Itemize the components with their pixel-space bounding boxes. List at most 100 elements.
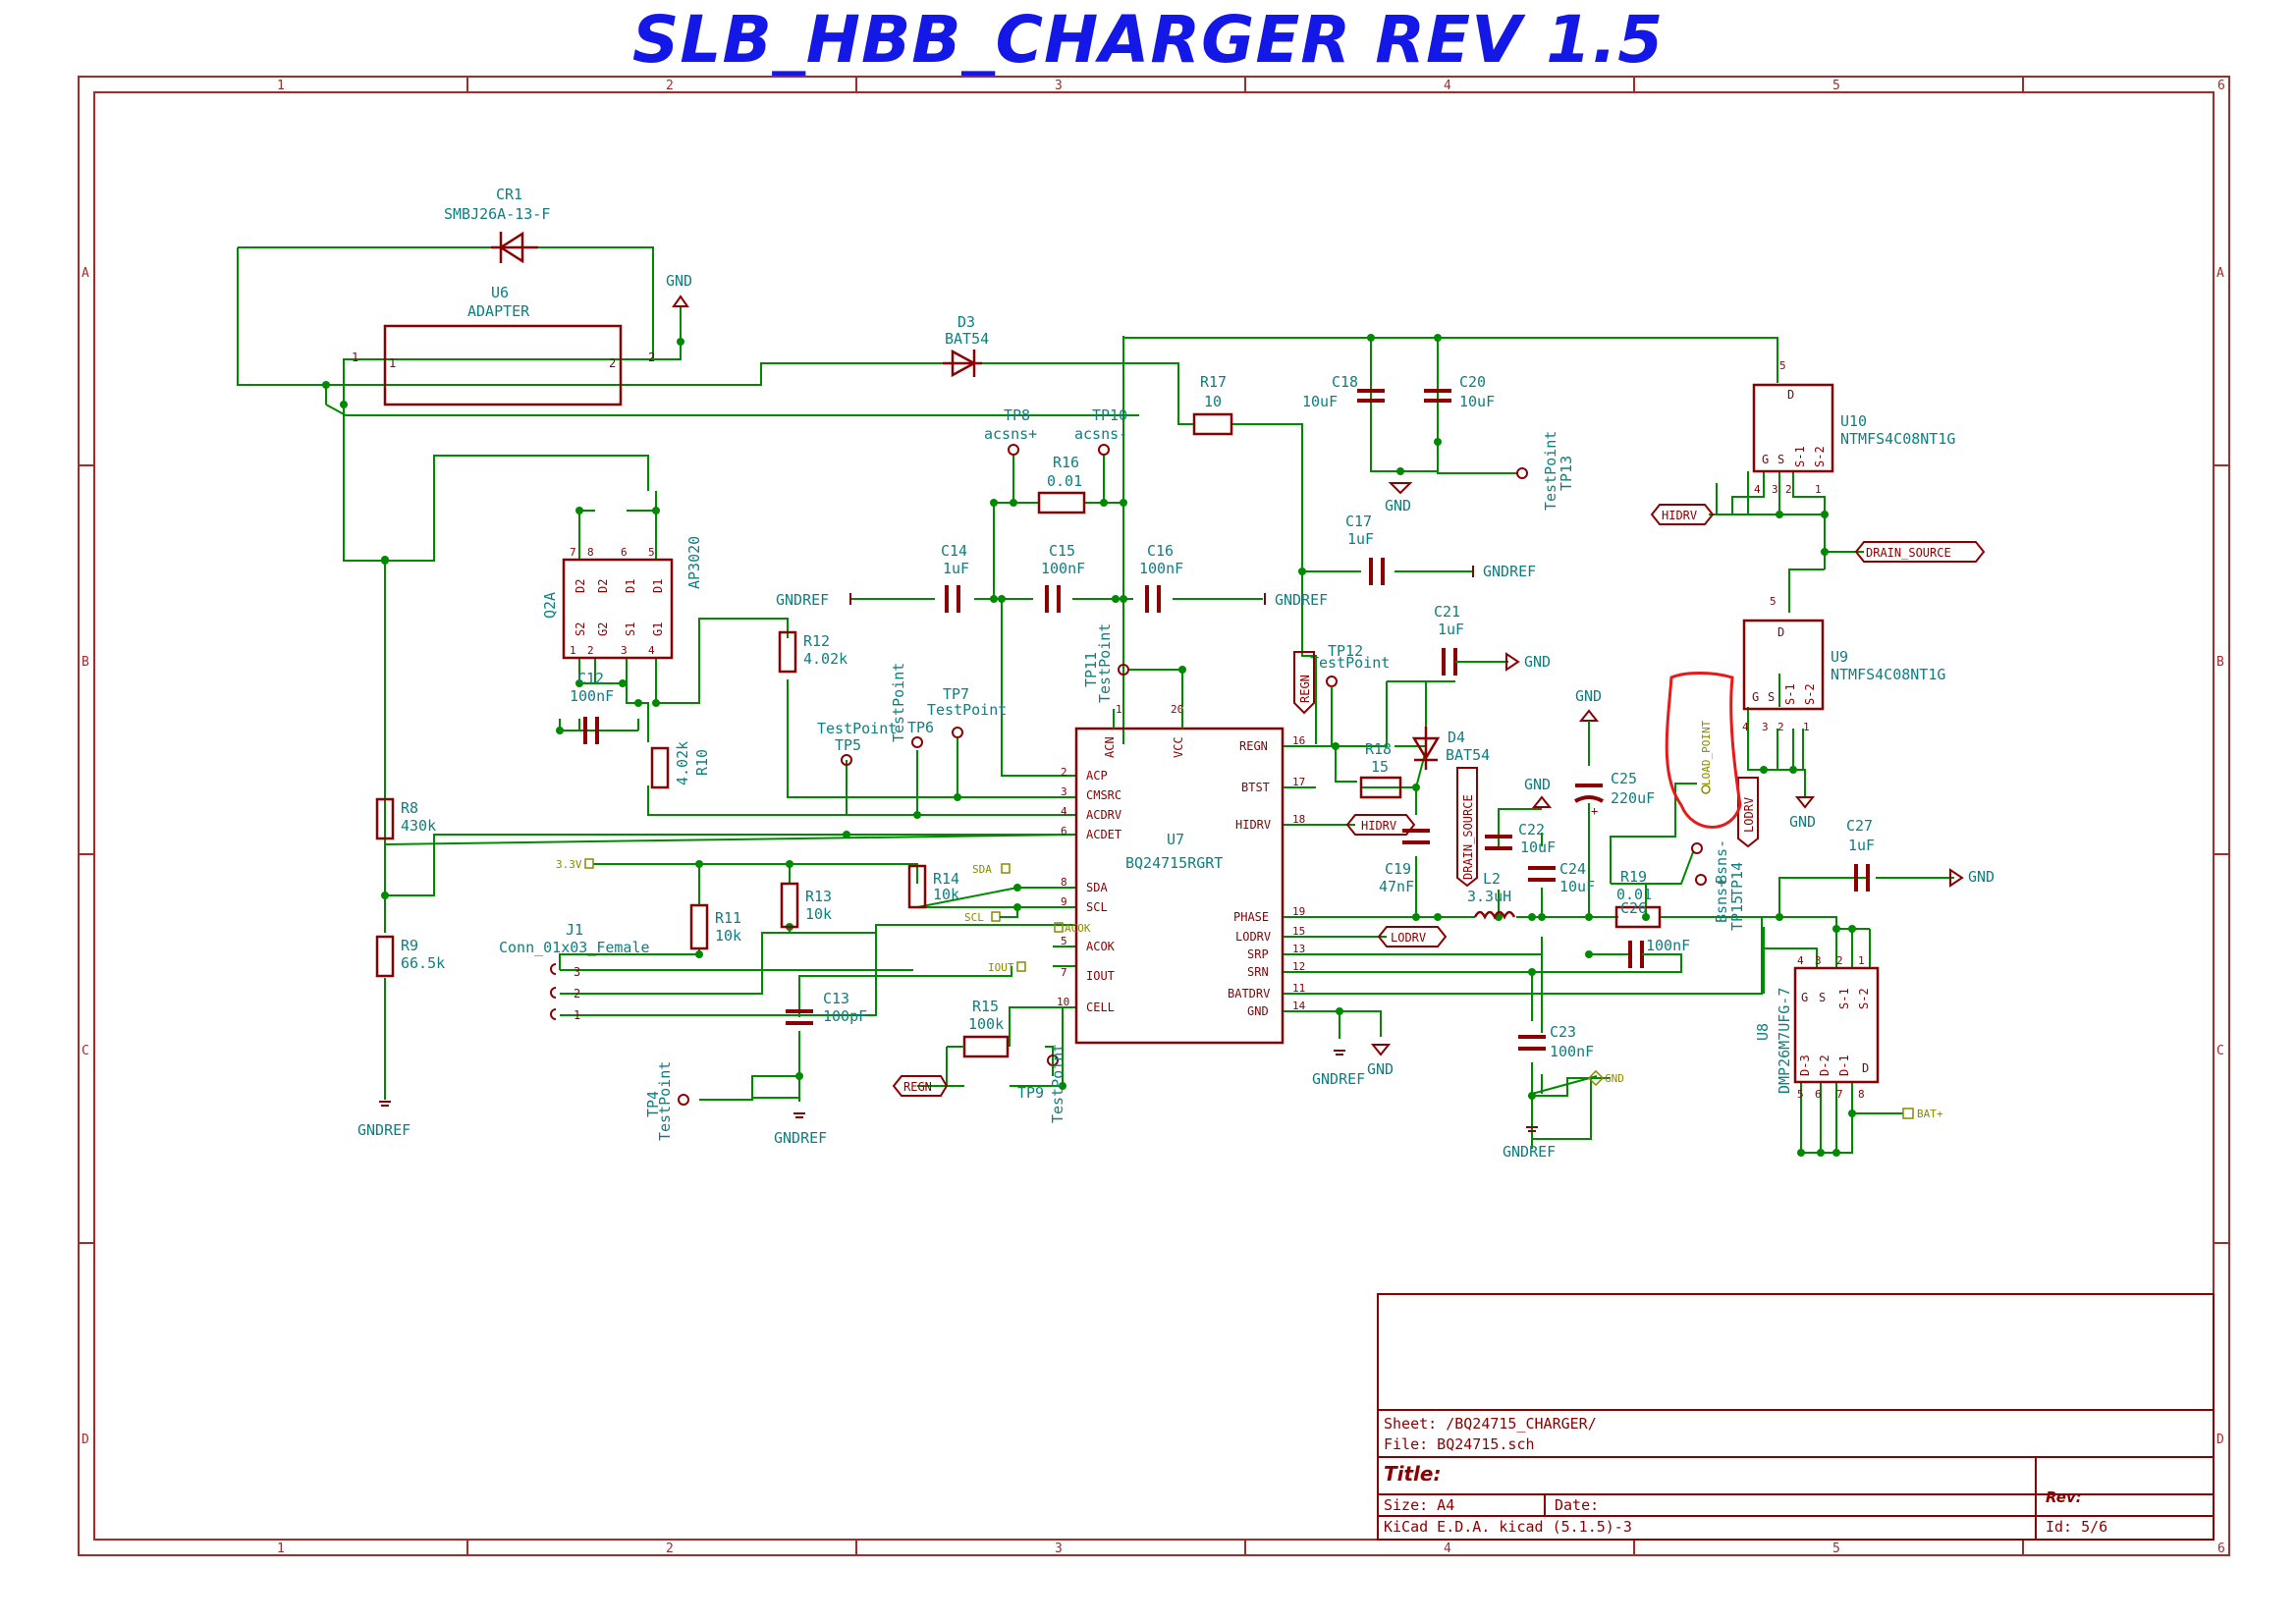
v33-port (584, 858, 594, 869)
u6-adapter (383, 324, 623, 406)
gndref-symbol-r9 (379, 1101, 391, 1107)
frame-row-b-right: B (2216, 655, 2224, 670)
q2a-pin-d2a: D2 (574, 579, 587, 593)
tb-tool: KiCad E.D.A. kicad (5.1.5)-3 (1384, 1518, 1632, 1536)
lodrv-tag-u7 (1377, 926, 1448, 947)
u8-mosfet (1793, 966, 1880, 1084)
r13-resistor (780, 882, 799, 929)
gnd-label: GND (666, 272, 692, 290)
u7-pin-hidrv: HIDRV (1235, 818, 1271, 832)
r9-ref: R9 (401, 937, 418, 954)
c19-capacitor (1402, 829, 1430, 844)
u8-num-2: 2 (1836, 954, 1843, 967)
gndref-label-c17: GNDREF (1483, 563, 1536, 580)
drain-source-label-vertical: DRAIN_SOURCE (1461, 794, 1475, 880)
scl-port (991, 911, 1001, 922)
drain-source-tag (1854, 541, 1986, 563)
u7-pinnum-2: 2 (1061, 766, 1067, 779)
acok-port (1054, 922, 1064, 933)
c21-value: 1uF (1438, 621, 1464, 638)
q2a-num-2: 2 (587, 644, 594, 657)
q2a-value: AP3020 (685, 536, 703, 589)
u6-pin2-num: 2 (648, 351, 655, 364)
c24-value: 10uF (1559, 878, 1595, 895)
q2a-num-7: 7 (570, 546, 576, 559)
u9-mosfet (1742, 619, 1825, 711)
frame-col-6-top: 6 (2217, 79, 2225, 93)
u7-pin-acdet: ACDET (1086, 828, 1121, 841)
q2a-pin-s2: S2 (574, 622, 587, 636)
tp13-ref: TP13 (1558, 456, 1575, 491)
u9-num-1: 1 (1803, 721, 1810, 733)
c12-ref: C12 (577, 670, 604, 687)
c25-polarity: + (1591, 804, 1598, 818)
frame-col-3-top: 3 (1055, 79, 1063, 93)
gnd-label-c23: GND (1605, 1072, 1624, 1085)
u7-pin-cmsrc: CMSRC (1086, 788, 1121, 802)
tp8-point (1008, 444, 1019, 456)
u10-pin-d: D (1787, 388, 1794, 402)
u7-pin-srn: SRN (1247, 965, 1269, 979)
regn-tag-vertical (1293, 651, 1315, 715)
tp5-point (841, 754, 852, 766)
u10-pin-g: G (1762, 453, 1769, 466)
c12-value: 100nF (570, 687, 614, 705)
u7-pin-gnd: GND (1247, 1004, 1269, 1018)
q2a-pin-d1b: D1 (651, 579, 665, 593)
tb-date: Date: (1555, 1496, 1599, 1514)
c27-ref: C27 (1846, 817, 1873, 835)
gnd-symbol-u9 (1794, 770, 1816, 809)
u6-ref: U6 (491, 284, 509, 301)
c17-ref: C17 (1345, 513, 1372, 530)
u10-ref: U10 (1840, 412, 1867, 430)
r15-value: 100k (968, 1015, 1004, 1033)
tp4-value: TestPoint (656, 1061, 674, 1141)
frame-col-4-bottom: 4 (1444, 1542, 1451, 1556)
tp4-point (678, 1094, 689, 1106)
l2-value: 3.3uH (1467, 888, 1511, 905)
sda-label: SDA (972, 863, 992, 876)
u7-pinnum-17: 17 (1292, 776, 1305, 788)
tp13-point (1516, 467, 1528, 479)
gndref-label-c23: GNDREF (1503, 1143, 1556, 1161)
gndref-label-u7: GNDREF (1312, 1070, 1365, 1088)
u8-num-8: 8 (1858, 1088, 1865, 1101)
hidrv-tag-u10 (1650, 504, 1715, 525)
gndref-symbol-c13 (793, 1112, 805, 1118)
r16-resistor (1037, 491, 1086, 514)
u7-pin-btst: BTST (1241, 781, 1270, 794)
gnd-symbol-c18 (1388, 482, 1413, 495)
tb-file: File: BQ24715.sch (1384, 1435, 1535, 1453)
r10-ref: R10 (693, 749, 711, 776)
r11-resistor (689, 903, 709, 950)
gnd-label-c27: GND (1968, 868, 1995, 886)
r17-ref: R17 (1200, 373, 1227, 391)
u7-pinnum-16: 16 (1292, 734, 1305, 747)
tp10-point (1098, 444, 1110, 456)
u7-pin-srp: SRP (1247, 947, 1269, 961)
u9-pin-s: S (1768, 690, 1775, 704)
load-point-port (1701, 784, 1711, 794)
u7-pinnum-6: 6 (1061, 825, 1067, 838)
tp14-ref: TP14 (1728, 862, 1746, 897)
r14-value: 10k (933, 886, 959, 903)
c16-ref: C16 (1147, 542, 1174, 560)
u9-pin-g: G (1752, 690, 1759, 704)
u9-num-4: 4 (1742, 721, 1749, 733)
tp8-ref: TP8 (1004, 406, 1030, 424)
frame-row-a-left: A (82, 266, 89, 281)
tp15-point (1695, 874, 1707, 886)
c23-value: 100nF (1550, 1043, 1594, 1060)
u6-pin1-name: 1 (389, 356, 396, 370)
j1-pin-3: 3 (574, 965, 580, 979)
d3-ref: D3 (957, 313, 975, 331)
u7-pinnum-10: 10 (1057, 996, 1069, 1008)
drain-source-tag-vertical (1456, 767, 1478, 888)
j1-value: Conn_01x03_Female (499, 939, 650, 956)
u7-pinnum-11: 11 (1292, 982, 1305, 995)
u7-pin-acok: ACOK (1086, 940, 1116, 953)
u8-pin-d3: D-3 (1798, 1055, 1812, 1076)
q2a-pin-g1: G1 (651, 622, 665, 636)
drawing-frame: 1 2 3 4 5 6 1 2 3 4 5 6 A B C D A B C D (78, 76, 2230, 1556)
